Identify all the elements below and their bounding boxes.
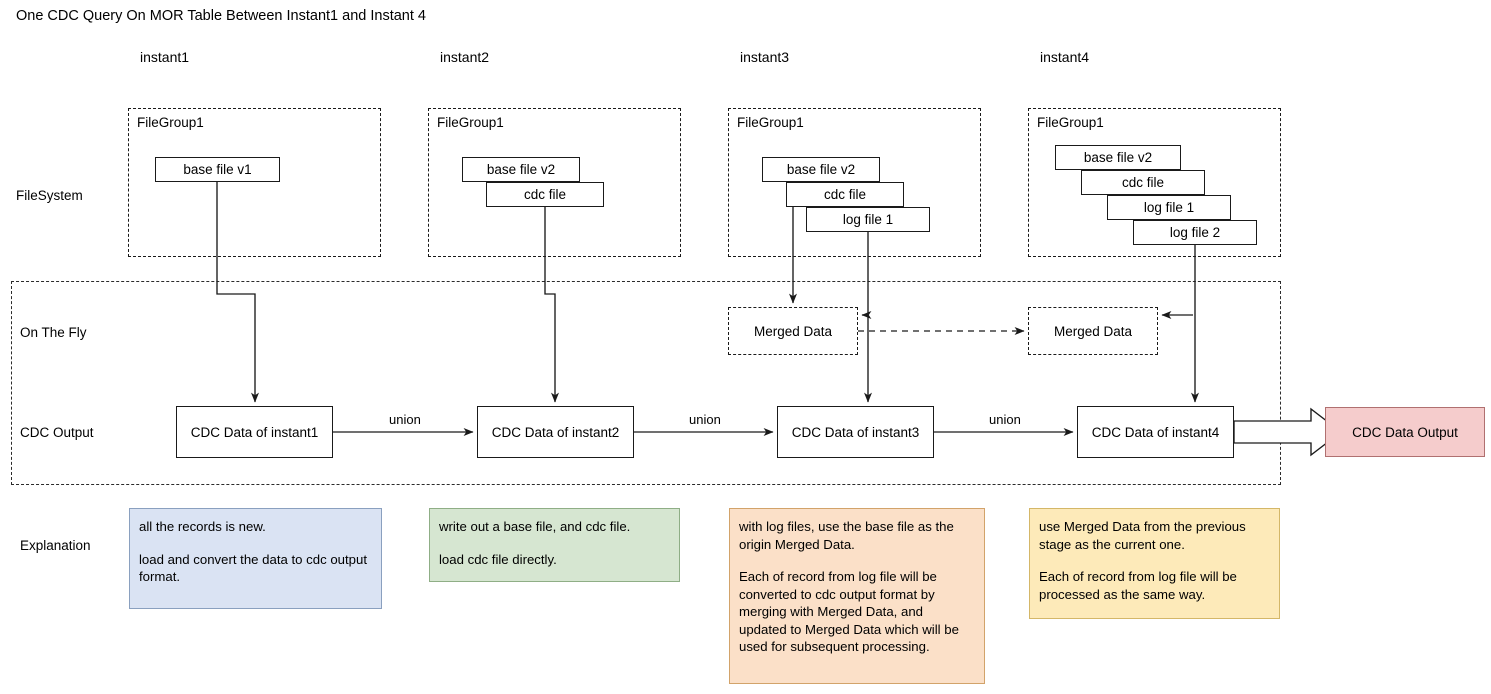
- merged-data-box-instant4[interactable]: Merged Data: [1028, 307, 1158, 355]
- cdc-data-box-instant4[interactable]: CDC Data of instant4: [1077, 406, 1234, 458]
- filegroup-container-instant3: FileGroup1: [728, 108, 981, 257]
- explanation-paragraph: all the records is new.: [139, 519, 266, 534]
- union-label-3: union: [986, 412, 1024, 427]
- row-label-filesystem: FileSystem: [16, 188, 83, 203]
- file-box-cdc-file[interactable]: cdc file: [486, 182, 604, 207]
- union-label-1: union: [386, 412, 424, 427]
- file-box-log-file-1[interactable]: log file 1: [806, 207, 930, 232]
- filegroup-label: FileGroup1: [435, 115, 506, 130]
- explanation-paragraph: write out a base file, and cdc file.: [439, 519, 631, 534]
- explanation-box-instant4: use Merged Data from the previous stage …: [1029, 508, 1280, 619]
- merged-data-box-instant3[interactable]: Merged Data: [728, 307, 858, 355]
- page-title: One CDC Query On MOR Table Between Insta…: [16, 8, 426, 24]
- explanation-box-instant1: all the records is new. load and convert…: [129, 508, 382, 609]
- file-box-log-file-1[interactable]: log file 1: [1107, 195, 1231, 220]
- column-header-instant2: instant2: [440, 49, 490, 65]
- explanation-paragraph: with log files, use the base file as the…: [739, 519, 954, 552]
- explanation-paragraph: load and convert the data to cdc output …: [139, 551, 368, 585]
- column-header-instant3: instant3: [740, 49, 790, 65]
- filegroup-container-instant1: FileGroup1: [128, 108, 381, 257]
- cdc-data-box-instant3[interactable]: CDC Data of instant3: [777, 406, 934, 458]
- union-label-2: union: [686, 412, 724, 427]
- filegroup-label: FileGroup1: [135, 115, 206, 130]
- file-box-base-file-v2[interactable]: base file v2: [462, 157, 580, 182]
- row-label-explanation: Explanation: [20, 538, 91, 553]
- explanation-box-instant3: with log files, use the base file as the…: [729, 508, 985, 684]
- explanation-box-instant2: write out a base file, and cdc file. loa…: [429, 508, 680, 582]
- file-box-cdc-file[interactable]: cdc file: [786, 182, 904, 207]
- processing-container: [11, 281, 1281, 485]
- cdc-data-box-instant2[interactable]: CDC Data of instant2: [477, 406, 634, 458]
- row-label-on-the-fly: On The Fly: [20, 325, 87, 340]
- file-box-cdc-file[interactable]: cdc file: [1081, 170, 1205, 195]
- file-box-base-file-v2[interactable]: base file v2: [1055, 145, 1181, 170]
- explanation-paragraph: use Merged Data from the previous stage …: [1039, 519, 1246, 552]
- cdc-data-box-instant1[interactable]: CDC Data of instant1: [176, 406, 333, 458]
- file-box-log-file-2[interactable]: log file 2: [1133, 220, 1257, 245]
- file-box-base-file-v1[interactable]: base file v1: [155, 157, 280, 182]
- column-header-instant1: instant1: [140, 49, 190, 65]
- filegroup-container-instant4: FileGroup1: [1028, 108, 1281, 257]
- file-box-base-file-v2[interactable]: base file v2: [762, 157, 880, 182]
- row-label-cdc-output: CDC Output: [20, 425, 94, 440]
- filegroup-label: FileGroup1: [735, 115, 806, 130]
- explanation-paragraph: load cdc file directly.: [439, 551, 557, 567]
- cdc-data-output-box[interactable]: CDC Data Output: [1325, 407, 1485, 457]
- filegroup-label: FileGroup1: [1035, 115, 1106, 130]
- explanation-paragraph: Each of record from log file will be pro…: [1039, 569, 1237, 602]
- column-header-instant4: instant4: [1040, 49, 1090, 65]
- explanation-paragraph: Each of record from log file will be con…: [739, 569, 959, 654]
